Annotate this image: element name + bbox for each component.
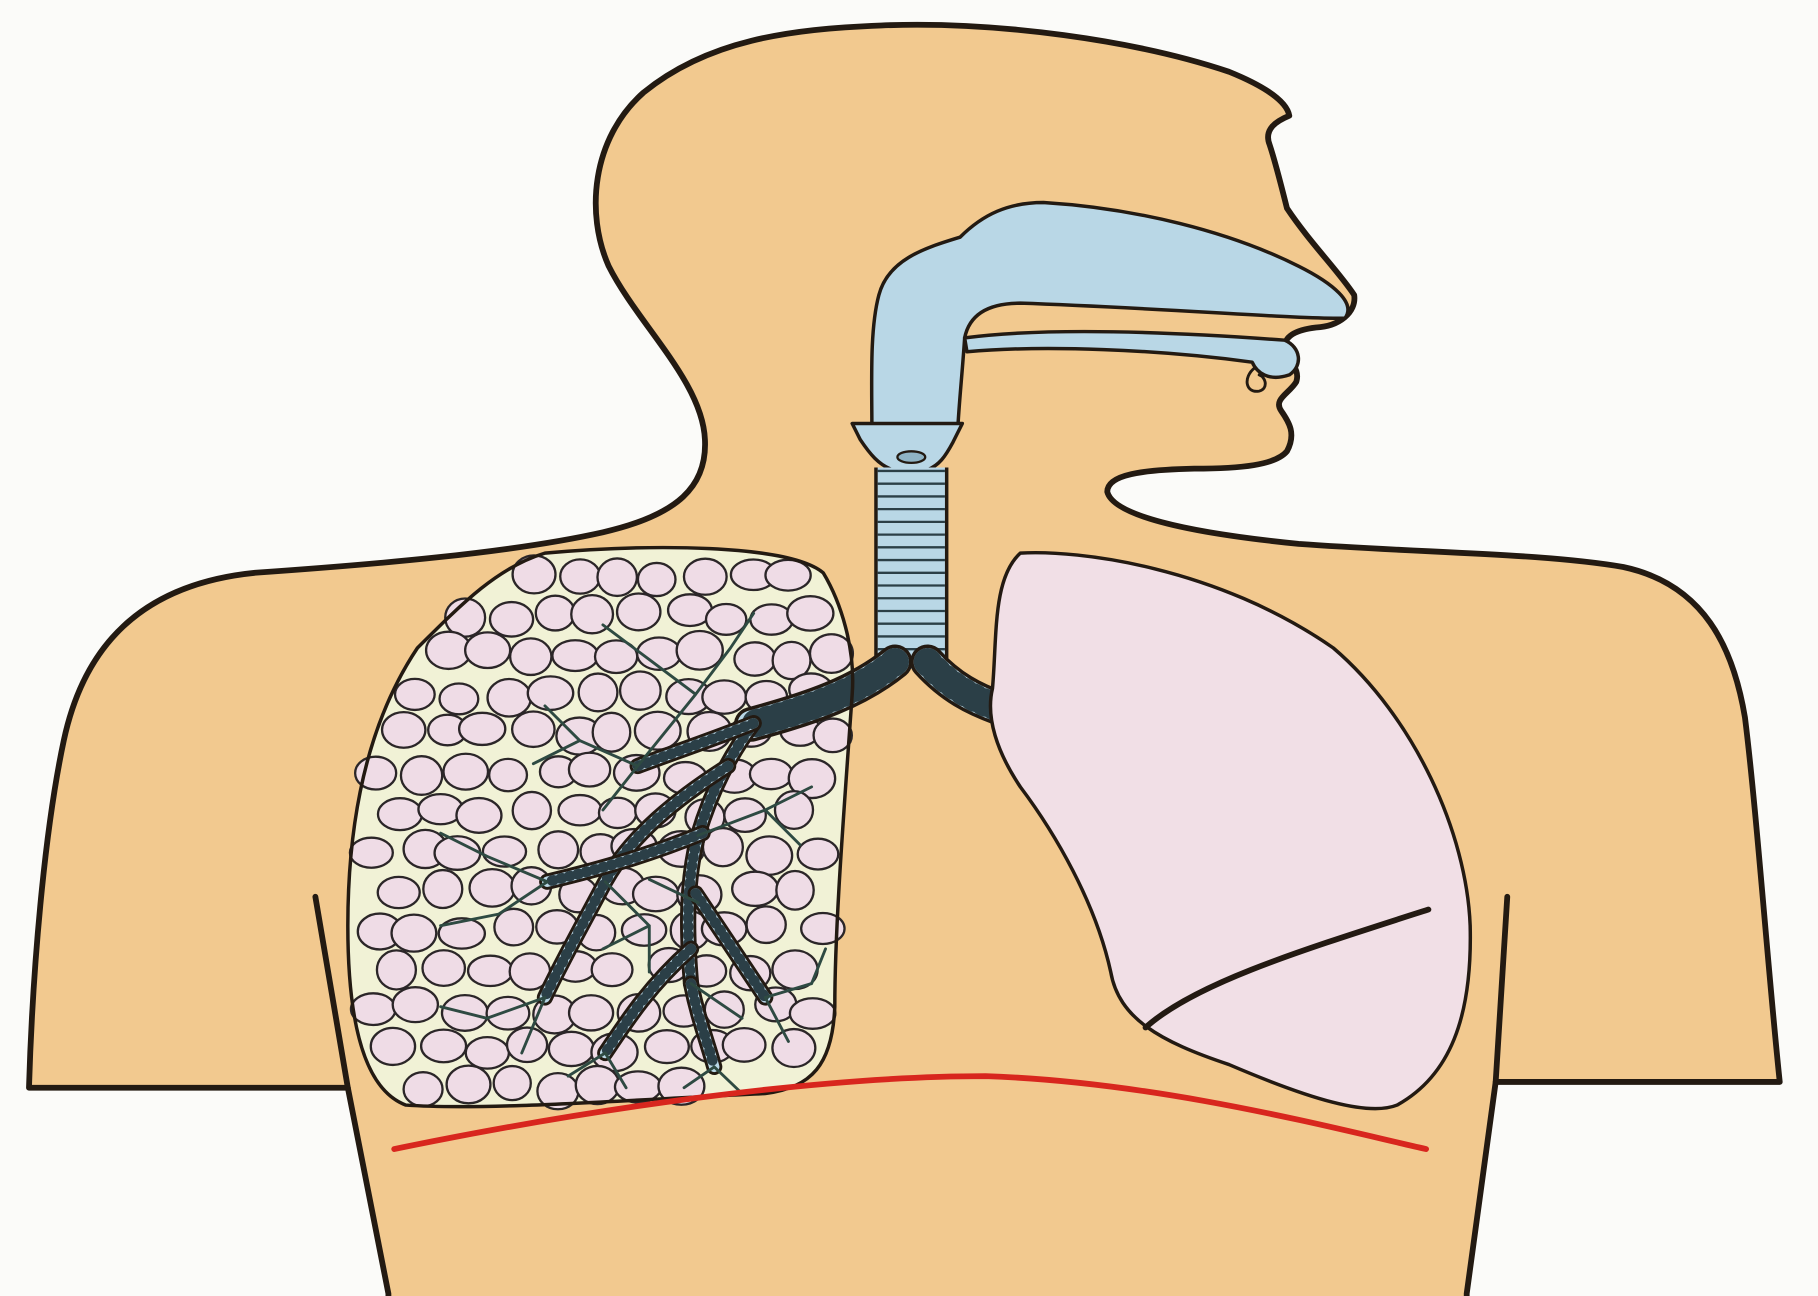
alveolus [734,642,775,675]
alveolus [593,713,631,752]
alveolus [620,671,661,709]
alveolus [645,1030,689,1063]
alveolus [371,1028,415,1065]
alveolus [377,950,416,989]
alveolus [772,1029,815,1067]
alveolus [684,559,727,595]
alveolus [510,638,551,675]
alveolus [443,754,488,790]
alveolus [746,836,792,874]
alveolus [513,555,556,593]
alveolus [483,836,526,866]
alveolus [528,676,573,710]
alveolus [776,871,813,910]
alveolus [617,593,660,630]
alveolus [488,679,531,716]
alveolus [459,713,505,745]
alveolus [465,632,510,668]
alveolus [724,798,766,832]
alveolus [798,839,839,870]
alveolus [747,906,786,943]
alveolus [638,563,676,596]
alveolus [549,1032,594,1066]
alveolus [750,604,792,634]
alveolus [351,993,396,1025]
alveolus [790,998,835,1029]
alveolus [677,631,723,670]
alveolus [422,950,464,986]
alveolus [750,759,792,789]
alveolus [378,798,422,830]
alveolus [560,559,600,593]
alveolus [810,634,853,673]
alveolus [723,1028,766,1062]
alveolus [597,558,636,595]
alveolus [569,995,613,1030]
larynx-cartilage [897,451,925,463]
alveolus [569,753,610,787]
alveolus [466,1037,509,1068]
alveolus [350,838,393,868]
alveolus [490,602,533,636]
alveolus [447,1066,491,1104]
alveolus [404,1072,443,1106]
alveolus [470,869,515,906]
alveolus [395,679,435,710]
alveolus [552,640,598,671]
alveolus [456,798,501,833]
alveolus [489,759,527,791]
alveolus [512,712,554,747]
alveolus [382,712,425,748]
alveolus [378,877,420,908]
alveolus [732,872,778,906]
alveolus [599,798,636,828]
alveolus [440,684,479,715]
alveolus [579,674,618,712]
alveolus [635,712,681,750]
alveolus [787,596,833,630]
alveolus [702,680,746,713]
alveolus [468,956,513,986]
alveolus [393,987,438,1022]
alveolus [421,1030,466,1063]
alveolus [538,831,578,868]
alveolus [706,604,746,635]
alveolus [765,560,810,591]
alveolus [536,596,575,631]
alveolus [507,1028,547,1062]
alveolus [494,1066,531,1100]
alveolus [423,870,462,908]
alveolus [576,1066,619,1104]
alveolus [487,997,530,1030]
alveolus [401,756,442,795]
alveolus [513,792,551,829]
alveolus [559,795,602,825]
alveolus [392,915,437,952]
alveolus [814,719,852,753]
alveolus [592,953,633,986]
